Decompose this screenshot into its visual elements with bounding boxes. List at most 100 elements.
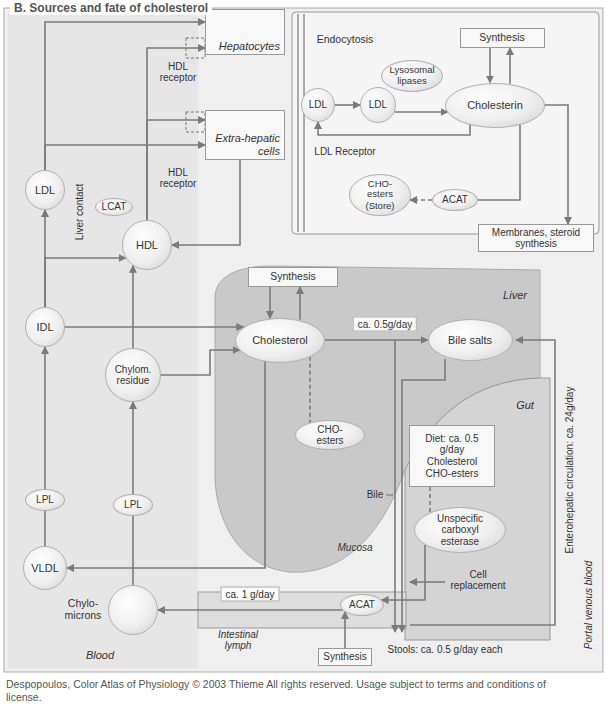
connector xyxy=(318,122,470,135)
node-text-group: LDL xyxy=(31,184,59,196)
node-label: Cholesterol xyxy=(427,456,478,467)
connector xyxy=(132,402,134,494)
connector xyxy=(382,545,425,600)
node-label: Cholesterin xyxy=(467,99,523,111)
frame xyxy=(4,8,603,672)
connector xyxy=(325,339,428,341)
text-label: Liver contact xyxy=(74,184,85,241)
enterohepatic-loop xyxy=(410,340,555,625)
ellipse-node: LPL xyxy=(25,489,65,511)
node-text-group: LDL xyxy=(306,99,329,110)
ellipse-node: Cholesterin xyxy=(445,83,545,128)
ellipse-node: LDL xyxy=(360,87,396,123)
box-node: Synthesis xyxy=(460,28,545,48)
node-text-group: LPL xyxy=(119,499,147,510)
node-text-group: Unspecific carboxyl esterase xyxy=(425,513,495,547)
ellipse-node: Chylom. residue xyxy=(105,348,161,402)
ellipse-node: LDL xyxy=(25,170,65,210)
node-label: Synthesis xyxy=(479,32,525,44)
node-label: CHO-esters xyxy=(304,424,356,446)
ellipse-node: Chylo- microns xyxy=(108,585,158,635)
node-text-group: VLDL xyxy=(29,562,60,574)
text-label: Enterohepatic circulation: ca. 24g/day xyxy=(564,387,575,554)
connector xyxy=(299,287,301,320)
node-text-group: Synthesis xyxy=(322,651,368,662)
node-label: Extra-hepatic cells xyxy=(210,132,280,157)
box-node: Synthesis xyxy=(318,648,372,666)
connector xyxy=(45,22,205,170)
node-label: ACAT xyxy=(349,599,375,610)
text-label: Portal venous blood xyxy=(583,561,594,649)
box-node: Extra-hepatic cells xyxy=(205,110,285,160)
node-text-group: Cholesterin xyxy=(457,99,533,111)
text-label: Liver xyxy=(503,289,527,301)
blood-column xyxy=(8,12,198,668)
ellipse-node: Unspecific carboxyl esterase xyxy=(414,507,506,553)
caption: Despopoulos, Color Atlas of Physiology ©… xyxy=(6,678,566,704)
ellipse-node: Lysosomal lipases xyxy=(381,60,443,92)
connector xyxy=(161,350,240,375)
ellipse-node: LDL xyxy=(301,88,335,122)
node-text-group: Synthesis xyxy=(464,32,541,44)
node-label: Synthesis xyxy=(323,651,366,662)
node-text-group: Cholesterol xyxy=(246,334,314,346)
node-text-group: Membranes, steroid synthesis xyxy=(482,227,590,249)
node-label: HDL xyxy=(136,239,158,251)
connector xyxy=(545,105,568,224)
node-text-group: CHO-esters xyxy=(304,424,356,446)
connector xyxy=(509,48,511,84)
ellipse-node: LPL xyxy=(113,494,153,516)
cell-membrane xyxy=(303,14,305,232)
connector xyxy=(395,111,448,113)
cell-replacement-arrow xyxy=(410,581,445,582)
connector xyxy=(158,609,342,611)
ellipse-node: LCAT xyxy=(95,198,133,216)
text-label: Mucosa xyxy=(337,542,372,553)
node-label: ACAT xyxy=(442,194,468,205)
text-label: Gut xyxy=(516,399,534,411)
node-label: VLDL xyxy=(31,562,59,574)
node-label: Lysosomal lipases xyxy=(389,65,435,86)
node-text-group: Chylo- microns xyxy=(61,598,105,622)
connector xyxy=(429,487,431,513)
node-label: Synthesis xyxy=(270,271,316,283)
ellipse-node: Cholesterol xyxy=(235,318,325,363)
ellipse-node: Bile salts xyxy=(428,319,513,361)
node-label: (Store) xyxy=(365,201,394,212)
node-label: CHO-esters xyxy=(426,468,479,479)
connector xyxy=(44,347,46,489)
cell-membrane xyxy=(297,14,299,232)
node-label: LPL xyxy=(124,499,142,510)
box-node: Synthesis xyxy=(248,267,338,287)
connector xyxy=(44,511,46,546)
text-label: Stools: ca. 0.5 g/day each xyxy=(387,644,502,655)
connector xyxy=(65,326,243,328)
text-label: Blood xyxy=(86,649,114,661)
node-label: LPL xyxy=(36,494,54,505)
node-text-group: Extra-hepatic cells xyxy=(210,132,280,157)
text-label: Intestinal lymph xyxy=(208,629,268,651)
node-text-group: Diet: ca. 0.5 g/dayCholesterolCHO-esters xyxy=(413,433,491,480)
text-label: Endocytosis xyxy=(317,34,374,46)
connector xyxy=(67,361,265,568)
box-node: Diet: ca. 0.5 g/dayCholesterolCHO-esters xyxy=(409,425,495,487)
node-text-group: Hepatocytes xyxy=(210,40,280,52)
connector xyxy=(45,145,205,170)
connector xyxy=(45,258,126,307)
ellipse-node: CHO-esters xyxy=(295,420,365,449)
node-label: IDL xyxy=(36,321,53,333)
ellipse-node: ACAT xyxy=(432,189,478,211)
text-label: Cell replacement xyxy=(447,569,509,591)
node-label: Chylom. residue xyxy=(113,364,154,386)
text-label: HDL receptor xyxy=(155,167,201,189)
connector xyxy=(132,266,134,348)
node-text-group: Chylom. residue xyxy=(113,364,154,386)
ellipse-node: HDL xyxy=(122,220,172,270)
node-text-group: IDL xyxy=(31,321,59,333)
box-node: Hepatocytes xyxy=(205,9,285,55)
node-label: LDL xyxy=(309,99,327,110)
node-label: Diet: ca. 0.5 g/day xyxy=(413,433,491,455)
box-node: Membranes, steroid synthesis xyxy=(478,224,594,252)
ellipse-node: IDL xyxy=(25,307,65,347)
